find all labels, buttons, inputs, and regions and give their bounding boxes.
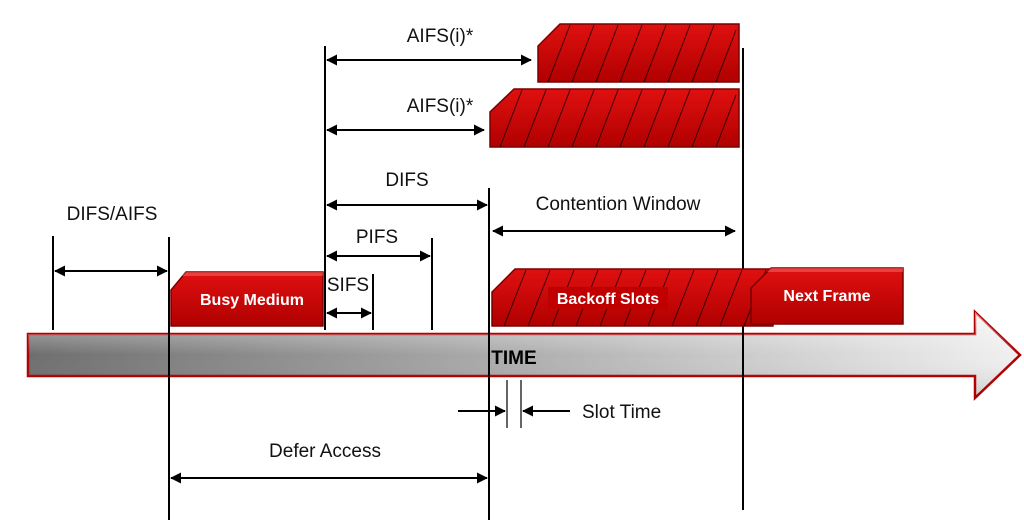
slot-time-label: Slot Time bbox=[582, 402, 661, 423]
busy-medium-box: Busy Medium bbox=[170, 271, 324, 327]
aifs-lower-frame bbox=[489, 88, 740, 148]
defer-access-label: Defer Access bbox=[269, 441, 381, 462]
next-frame-label: Next Frame bbox=[783, 288, 870, 305]
sifs-label: SIFS bbox=[327, 275, 369, 296]
difs-aifs-label: DIFS/AIFS bbox=[67, 204, 158, 225]
aifs-upper-frame bbox=[537, 23, 740, 83]
time-axis: TIME bbox=[26, 309, 1022, 401]
aifs-upper-label: AIFS(i)* bbox=[407, 26, 474, 47]
busy-medium-label: Busy Medium bbox=[200, 292, 304, 309]
time-label: TIME bbox=[491, 348, 536, 369]
backoff-slots-box: Backoff Slots bbox=[491, 268, 774, 327]
next-frame-box: Next Frame bbox=[750, 267, 904, 325]
aifs-lower-label: AIFS(i)* bbox=[407, 96, 474, 117]
pifs-label: PIFS bbox=[356, 227, 398, 248]
difs-label: DIFS bbox=[385, 170, 428, 191]
backoff-slots-label: Backoff Slots bbox=[557, 291, 659, 308]
contention-window-label: Contention Window bbox=[536, 194, 701, 215]
